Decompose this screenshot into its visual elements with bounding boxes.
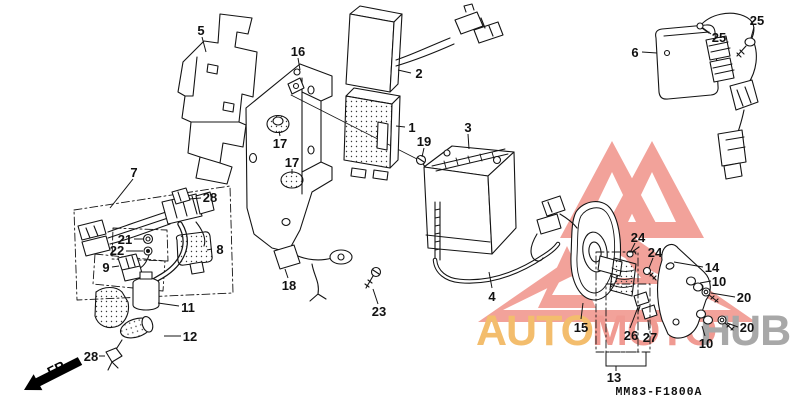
callout-28b: 28 xyxy=(84,349,98,364)
callout-9: 9 xyxy=(102,260,109,275)
part-12-coil xyxy=(109,315,154,359)
callout-6: 6 xyxy=(631,45,638,60)
part-13-boxes xyxy=(595,251,651,353)
callout-10b: 10 xyxy=(699,336,713,351)
callout-17b: 17 xyxy=(285,155,299,170)
part-18-plate xyxy=(273,244,301,270)
callout-22: 22 xyxy=(110,243,124,258)
callout-16: 16 xyxy=(291,44,305,59)
callout-13: 13 xyxy=(607,370,621,385)
callout-10a: 10 xyxy=(712,274,726,289)
part-11-coil xyxy=(94,271,160,329)
callout-14: 14 xyxy=(705,260,720,275)
callout-24b: 24 xyxy=(648,245,663,260)
watermark-brand-auto: AUTO xyxy=(476,307,593,355)
part-23-bolt xyxy=(364,266,382,289)
part-5-bracket xyxy=(177,13,258,185)
part-24-screws xyxy=(626,246,657,281)
callout-19: 19 xyxy=(417,134,431,149)
callout-21: 21 xyxy=(118,232,132,247)
part-6-unit xyxy=(655,12,759,180)
part-17-grommets xyxy=(266,114,304,189)
part-4-breather-tube xyxy=(432,201,561,284)
front-direction-indicator: FR. xyxy=(24,356,83,391)
watermark-triangle-right xyxy=(600,141,704,238)
callout-labels: 5 16 2 25 25 6 1 19 3 17 17 7 28 21 22 9… xyxy=(84,13,764,385)
part-8-fuse-box xyxy=(175,231,213,275)
part-3-battery xyxy=(423,145,517,255)
callout-5: 5 xyxy=(197,23,204,38)
part-28-clips xyxy=(105,187,191,371)
callout-25a: 25 xyxy=(750,13,764,28)
callout-11: 11 xyxy=(181,300,195,315)
watermark-logo: AUTO MOTO HUB xyxy=(476,141,791,355)
part-10-collars xyxy=(685,276,714,325)
watermark-brand-hub: HUB xyxy=(700,307,790,355)
callout-20a: 20 xyxy=(737,290,751,305)
callout-12: 12 xyxy=(183,329,197,344)
callout-3: 3 xyxy=(464,120,471,135)
part-1-spark-unit xyxy=(343,87,401,181)
callout-7: 7 xyxy=(130,165,137,180)
callout-17a: 17 xyxy=(273,136,287,151)
part-20-bolts xyxy=(701,287,735,331)
leader-lines xyxy=(99,26,755,371)
callout-18: 18 xyxy=(282,278,296,293)
callout-26: 26 xyxy=(624,328,638,343)
diagram-code: MM83-F1800A xyxy=(616,386,703,399)
callout-4: 4 xyxy=(488,289,496,304)
part-21-22-nuts xyxy=(142,233,154,256)
callout-15: 15 xyxy=(574,320,588,335)
callout-23: 23 xyxy=(372,304,386,319)
callout-25b: 25 xyxy=(712,30,726,45)
callout-28a: 28 xyxy=(203,190,217,205)
callout-27: 27 xyxy=(643,330,657,345)
callout-2: 2 xyxy=(415,66,422,81)
callout-8: 8 xyxy=(216,242,223,257)
part-2-cdi-unit xyxy=(345,3,504,93)
callout-24a: 24 xyxy=(631,230,646,245)
callout-20b: 20 xyxy=(740,320,754,335)
callout-1: 1 xyxy=(408,120,415,135)
